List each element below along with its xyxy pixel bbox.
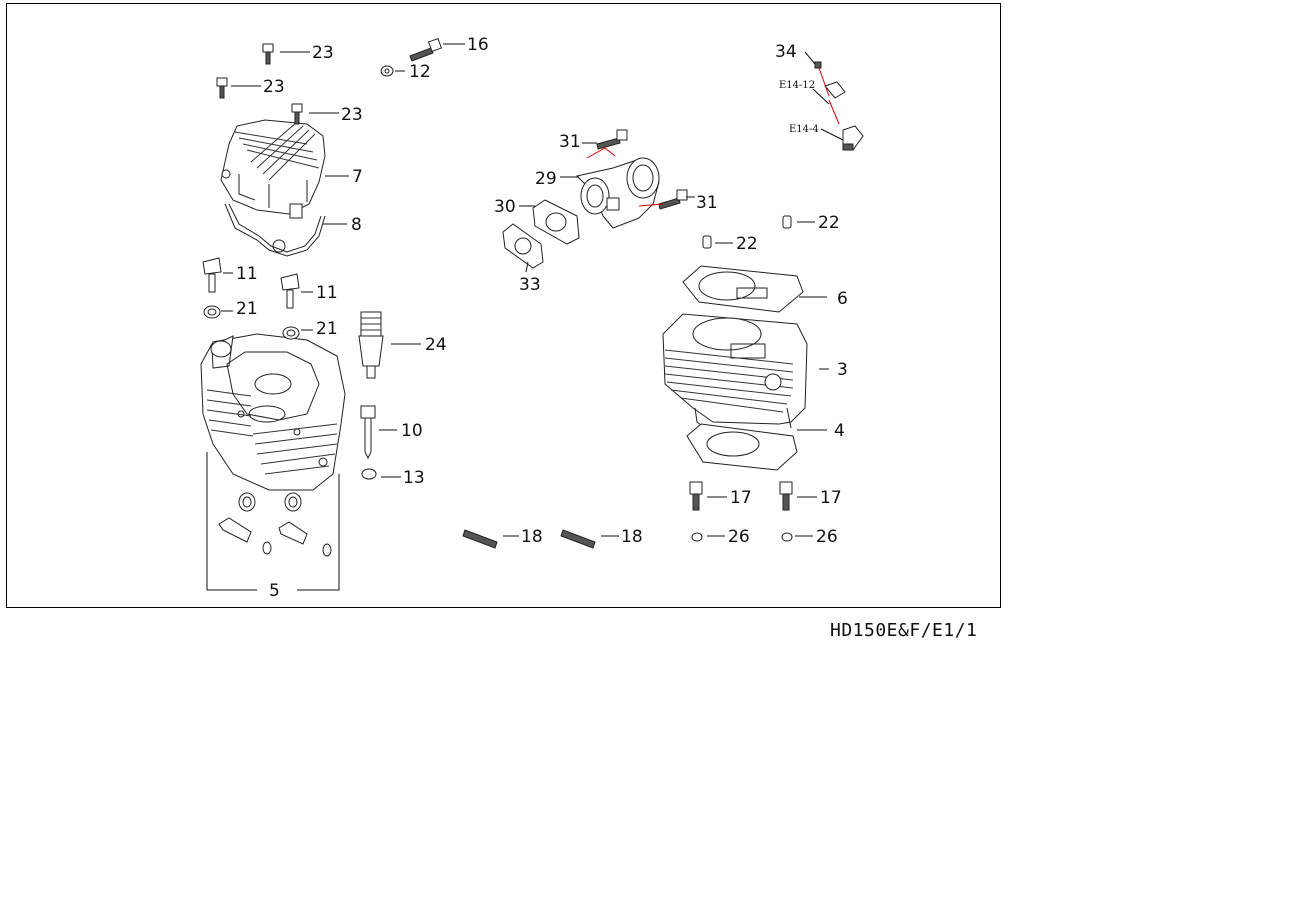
o-ring-26a: [691, 532, 703, 542]
callout-31: 31: [696, 193, 718, 213]
callout-17: 17: [820, 488, 842, 508]
dowel-22b: [702, 235, 712, 249]
callout-6: 6: [837, 289, 848, 309]
callout-8: 8: [351, 215, 362, 235]
vent-pipe-34: [814, 61, 864, 151]
callout-18: 18: [521, 527, 543, 547]
bolt-17-set: [689, 481, 793, 511]
intake-red-link: [586, 147, 664, 207]
callout-24: 24: [425, 335, 447, 355]
cylinder-head: [200, 333, 346, 491]
spark-plug-24: [358, 311, 384, 379]
base-gasket-4: [686, 423, 798, 471]
bolt-31-set: [596, 129, 688, 210]
drawing-code-caption: HD150E&F/E1/1: [830, 620, 978, 641]
dowel-22a: [782, 215, 792, 229]
cylinder-head-cover: [220, 119, 326, 219]
callout-17: 17: [730, 488, 752, 508]
callout-34: 34: [775, 42, 797, 62]
callout-e14-4: E14-4: [789, 124, 819, 135]
cylinder-block-3: [662, 313, 808, 431]
callout-33: 33: [519, 275, 541, 295]
callout-13: 13: [403, 468, 425, 488]
valve-guides: [218, 492, 332, 557]
gasket-33: [502, 223, 544, 269]
callout-18: 18: [621, 527, 643, 547]
bolt-23-set: [216, 43, 303, 125]
washer-21-set: [203, 305, 300, 340]
callout-29: 29: [535, 169, 557, 189]
cover-gasket: [224, 203, 326, 257]
callout-23: 23: [341, 105, 363, 125]
o-ring-26b: [781, 532, 793, 542]
stud-10: [360, 405, 376, 460]
callout-31: 31: [559, 132, 581, 152]
callout-5: 5: [269, 581, 280, 601]
insulator-30: [532, 199, 580, 245]
callout-23: 23: [263, 77, 285, 97]
callout-22: 22: [818, 213, 840, 233]
valve-group-bracket: [206, 452, 340, 591]
callout-23: 23: [312, 43, 334, 63]
callout-22: 22: [736, 234, 758, 254]
exploded-parts-diagram: 23 23 23 16 12 7 8 11 11 21 21 24 10 13 …: [200, 35, 864, 601]
callout-21: 21: [236, 299, 258, 319]
callout-10: 10: [401, 421, 423, 441]
diagram-frame: 23 23 23 16 12 7 8 11 11 21 21 24 10 13 …: [6, 3, 1001, 608]
callout-21: 21: [316, 319, 338, 339]
callout-26: 26: [728, 527, 750, 547]
stud-18-set: [462, 529, 596, 549]
callout-11: 11: [316, 283, 338, 303]
callout-11: 11: [236, 264, 258, 284]
bolt-16: [409, 37, 443, 62]
bolt-11-set: [202, 257, 300, 309]
callout-4: 4: [834, 421, 845, 441]
callout-16: 16: [467, 35, 489, 55]
callout-30: 30: [494, 197, 516, 217]
callout-labels: 23 23 23 16 12 7 8 11 11 21 21 24 10 13 …: [236, 35, 848, 601]
washer-12: [380, 65, 394, 77]
callout-12: 12: [409, 62, 431, 82]
callout-26: 26: [816, 527, 838, 547]
leader-lines: [221, 43, 844, 537]
washer-13: [361, 468, 377, 480]
callout-3: 3: [837, 360, 848, 380]
callout-e14-12: E14-12: [779, 80, 815, 91]
intake-manifold-29: [576, 157, 660, 229]
head-gasket-6: [682, 265, 804, 313]
callout-7: 7: [352, 167, 363, 187]
